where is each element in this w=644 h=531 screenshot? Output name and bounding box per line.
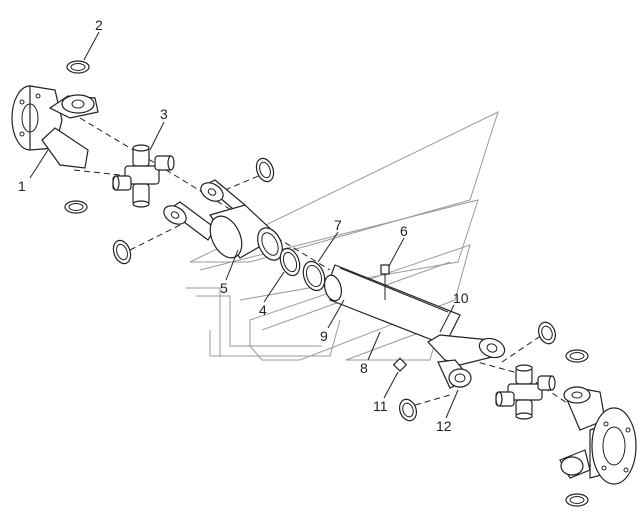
callout-7: 7 xyxy=(334,217,342,233)
snap-ring-right-c xyxy=(565,349,589,363)
universal-joint-cross-left xyxy=(112,144,175,208)
callout-9: 9 xyxy=(320,328,328,344)
o-ring xyxy=(302,260,326,292)
slip-yoke-tube xyxy=(163,179,283,261)
callout-3: 3 xyxy=(160,106,168,122)
flange-yoke-right xyxy=(559,386,637,485)
snap-ring-right-b xyxy=(398,398,418,422)
callout-labels: 1 2 3 4 5 6 7 8 9 10 11 12 xyxy=(18,17,469,434)
grease-fitting xyxy=(380,264,390,300)
leader-lines xyxy=(29,31,459,419)
yoke-right xyxy=(427,334,506,389)
snap-ring-right-d xyxy=(565,493,589,507)
snap-ring-upper-left xyxy=(66,60,90,74)
seal-ring xyxy=(279,247,301,277)
callout-4: 4 xyxy=(259,302,267,318)
callout-10: 10 xyxy=(453,290,469,306)
universal-joint-cross-right xyxy=(495,364,556,420)
callout-12: 12 xyxy=(436,418,452,434)
spline-shaft xyxy=(323,264,461,346)
callout-1: 1 xyxy=(18,178,26,194)
callout-6: 6 xyxy=(400,223,408,239)
callout-8: 8 xyxy=(360,360,368,376)
snap-ring-lower-left xyxy=(64,200,88,214)
callout-11: 11 xyxy=(373,398,388,414)
callout-5: 5 xyxy=(220,280,228,296)
snap-ring-yoke-lower xyxy=(112,239,132,265)
flange-yoke-left xyxy=(11,85,99,169)
snap-ring-yoke-upper xyxy=(255,157,275,183)
snap-ring-right-a xyxy=(537,321,557,345)
callout-2: 2 xyxy=(95,17,103,33)
plug xyxy=(392,357,408,372)
